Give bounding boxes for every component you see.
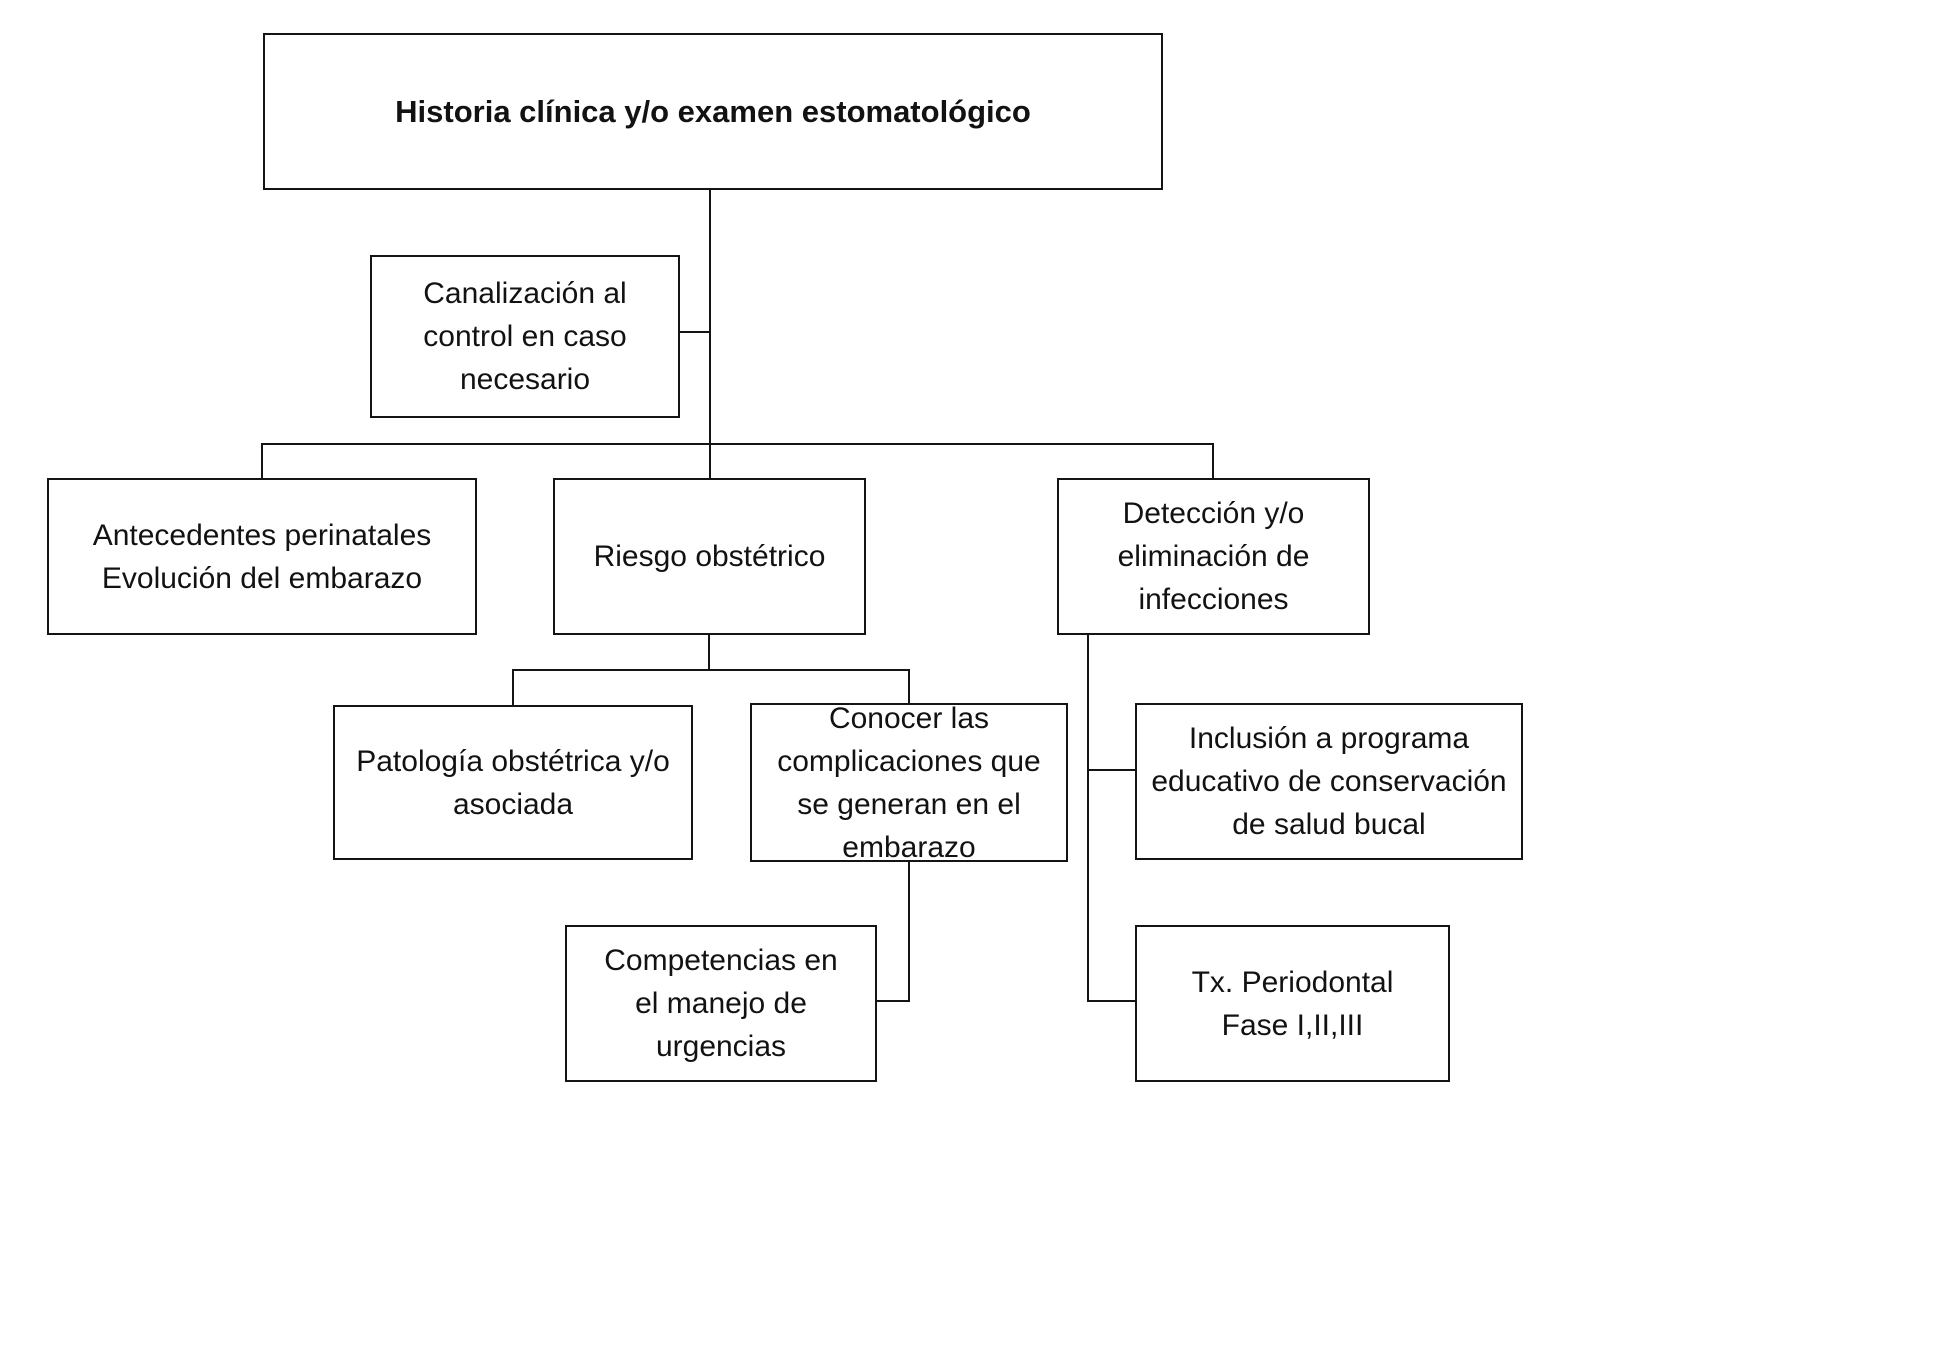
connector-conocer-down [908, 862, 910, 1002]
node-historia-clinica: Historia clínica y/o examen estomatológi… [263, 33, 1163, 190]
node-canalizacion-control: Canalización al control en caso necesari… [370, 255, 680, 418]
node-inclusion-programa-educativo: Inclusión a programa educativo de conser… [1135, 703, 1523, 860]
connector-drop-antecedentes [261, 443, 263, 479]
node-riesgo-obstetrico: Riesgo obstétrico [553, 478, 866, 635]
connector-historia-down [709, 190, 711, 478]
node-riesgo-obstetrico-label: Riesgo obstétrico [593, 540, 826, 573]
connector-tx-stub [1087, 1000, 1136, 1002]
node-conocer-complicaciones: Conocer las complicaciones que se genera… [750, 702, 1068, 864]
connector-drop-deteccion [1212, 443, 1214, 479]
connector-riesgo-down [708, 635, 710, 671]
connector-drop-conocer [908, 669, 910, 704]
node-deteccion-infecciones-label: Detección y/o eliminación de infecciones [1117, 497, 1310, 616]
connector-canalizacion-stub [680, 331, 711, 333]
node-antecedentes-perinatales-label: Antecedentes perinatales Evolución del e… [92, 518, 432, 595]
connector-main-horizontal [261, 443, 1214, 445]
node-deteccion-infecciones: Detección y/o eliminación de infecciones [1057, 478, 1370, 635]
node-competencias-urgencias-label: Competencias en el manejo de urgencias [604, 944, 838, 1063]
node-antecedentes-perinatales: Antecedentes perinatales Evolución del e… [47, 478, 477, 635]
node-tx-periodontal: Tx. Periodontal Fase I,II,III [1135, 925, 1450, 1082]
connector-riesgo-horizontal [512, 669, 910, 671]
connector-competencias-stub [877, 1000, 910, 1002]
connector-drop-patologia [512, 669, 514, 706]
node-historia-clinica-label: Historia clínica y/o examen estomatológi… [395, 94, 1031, 129]
connector-inclusion-stub [1087, 769, 1136, 771]
node-patologia-obstetrica: Patología obstétrica y/o asociada [333, 705, 693, 860]
node-inclusion-programa-educativo-label: Inclusión a programa educativo de conser… [1151, 722, 1507, 841]
node-patologia-obstetrica-label: Patología obstétrica y/o asociada [356, 744, 670, 821]
node-conocer-complicaciones-label: Conocer las complicaciones que se genera… [777, 701, 1041, 864]
node-canalizacion-control-label: Canalización al control en caso necesari… [423, 277, 627, 396]
node-competencias-urgencias: Competencias en el manejo de urgencias [565, 925, 877, 1082]
connector-deteccion-down [1087, 635, 1089, 1002]
node-tx-periodontal-label: Tx. Periodontal Fase I,II,III [1191, 965, 1394, 1042]
